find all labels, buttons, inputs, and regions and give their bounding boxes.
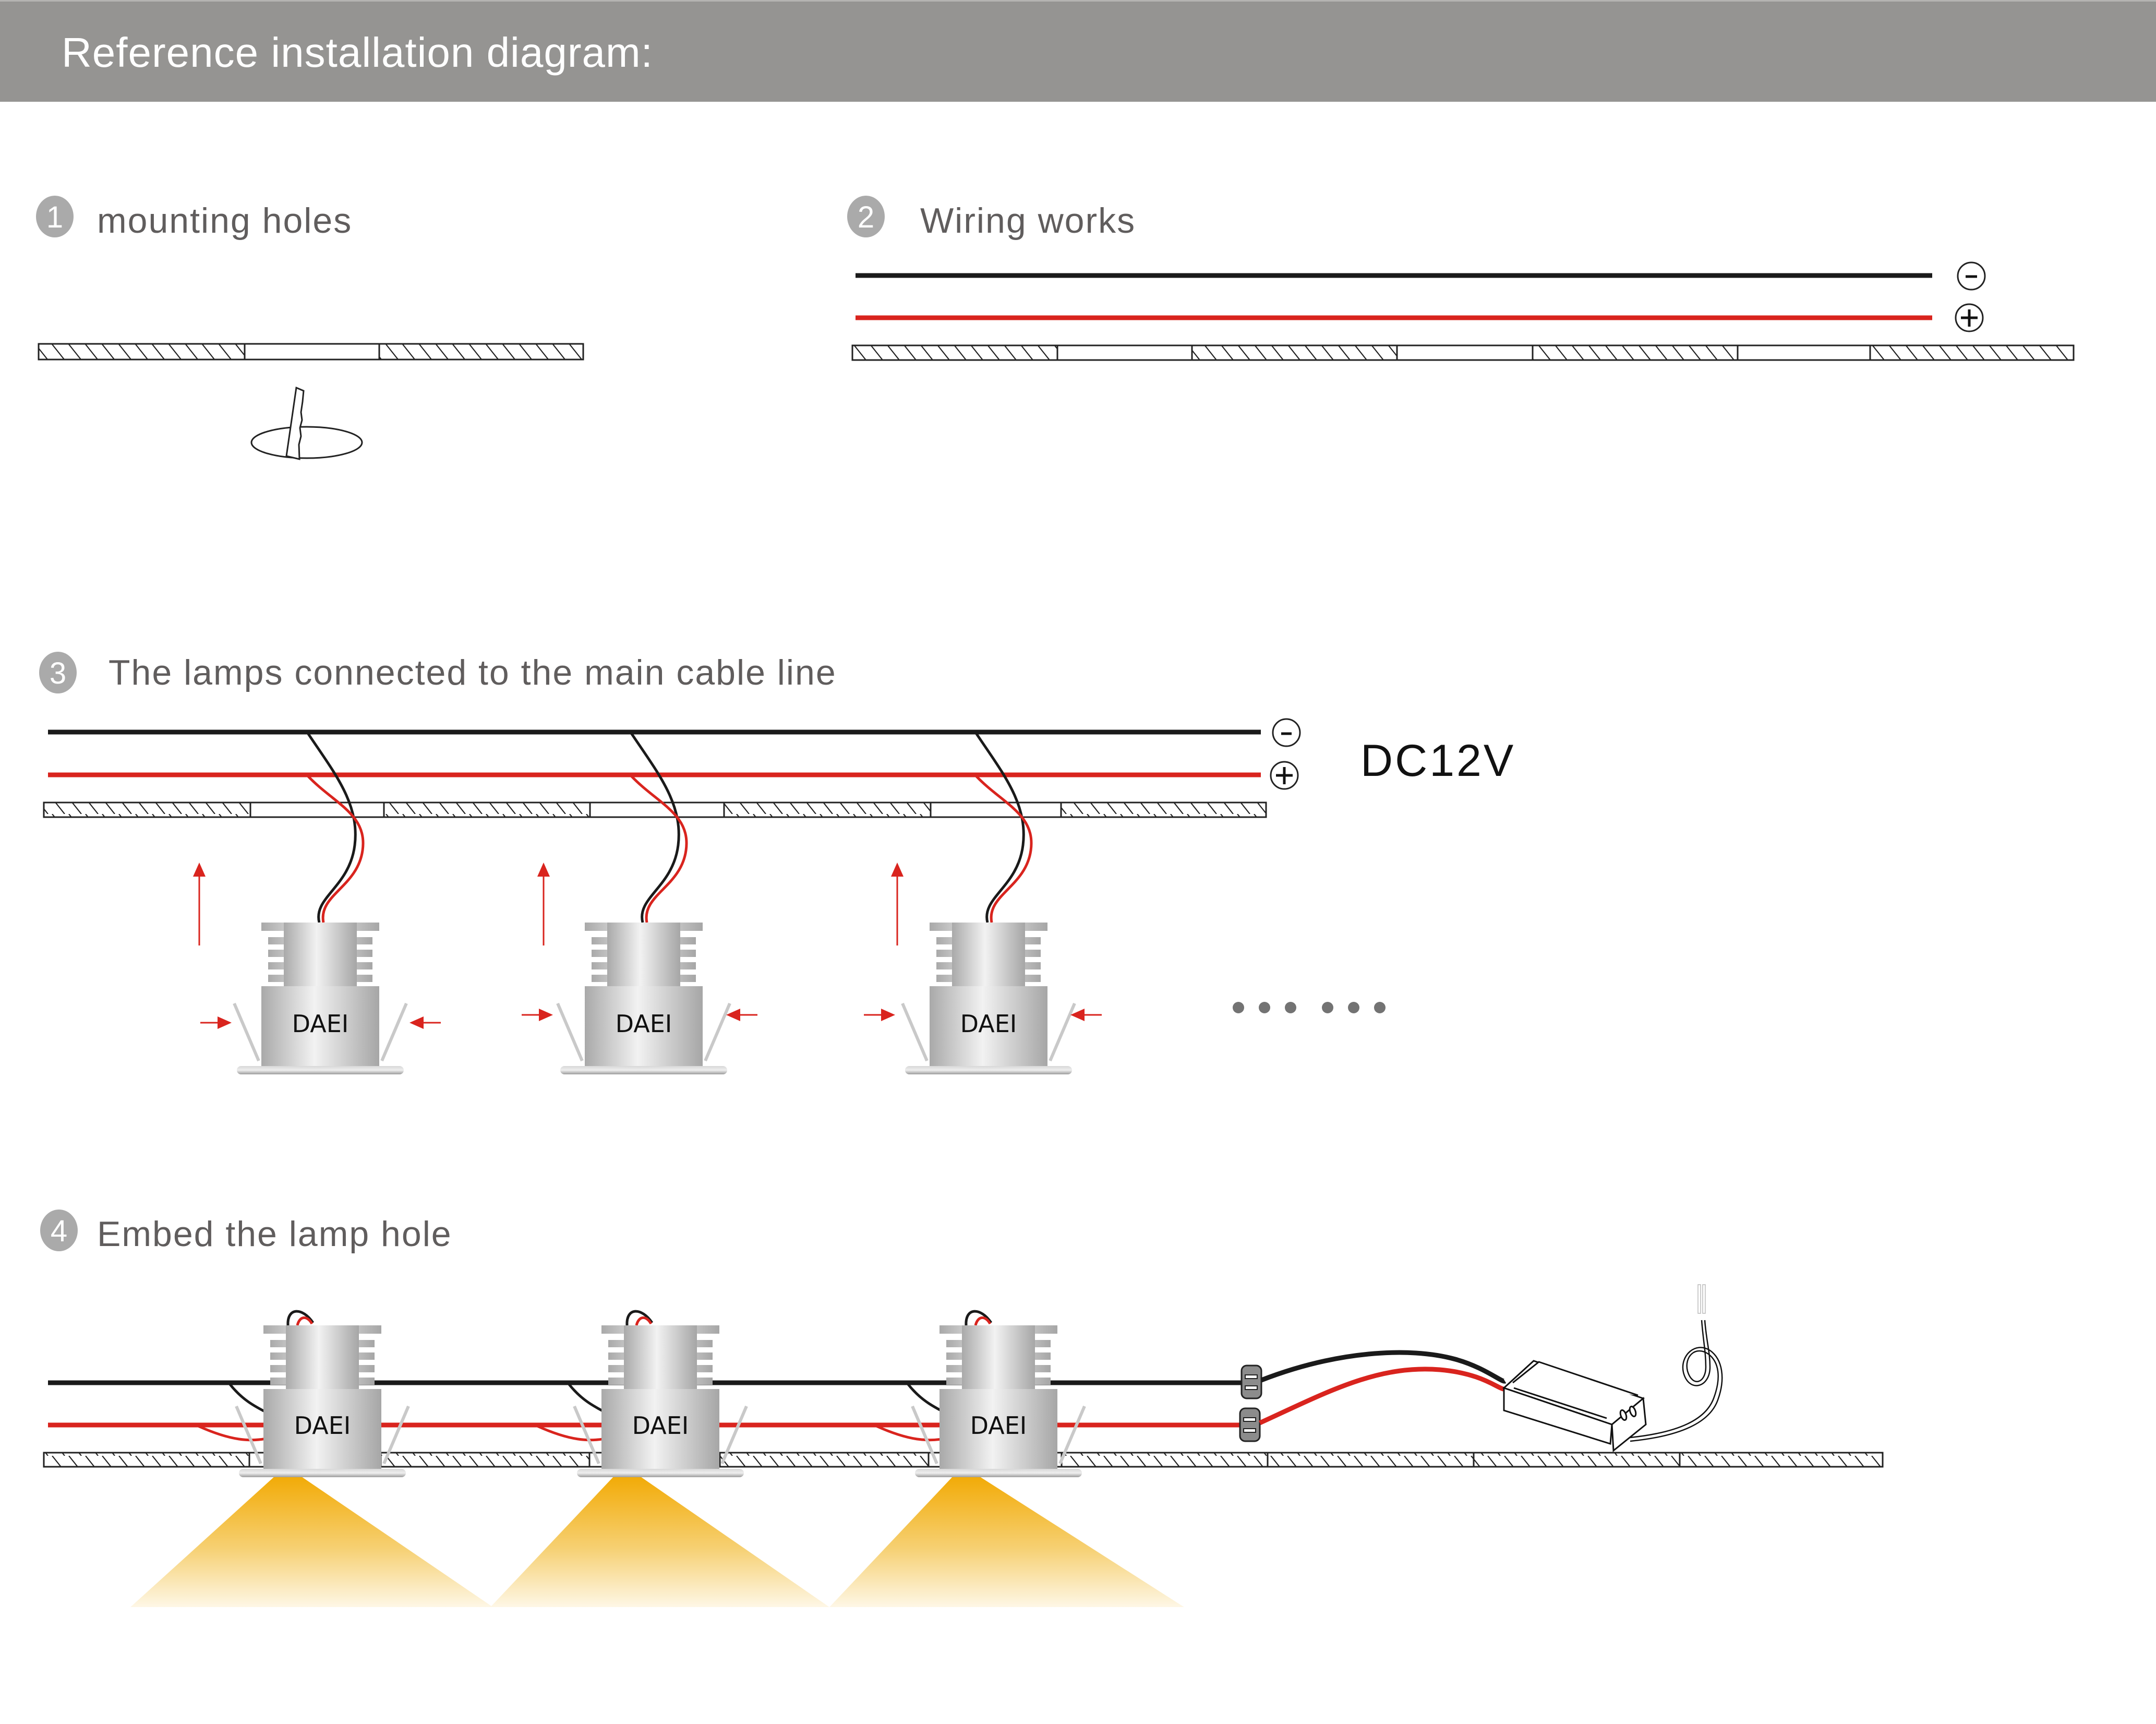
light-beam bbox=[829, 1476, 1184, 1607]
wire-connector bbox=[1239, 1407, 1261, 1442]
led-driver-icon bbox=[1502, 1360, 1647, 1452]
lamp-brand-label: DAEI bbox=[960, 1010, 1017, 1038]
lamp-unit: DAEI bbox=[875, 1310, 1085, 1477]
lamp-brand-label: DAEI bbox=[632, 1411, 689, 1440]
wire-connector bbox=[1240, 1364, 1262, 1399]
step-badge: 3 bbox=[39, 652, 77, 693]
step-2: 2 Wiring works bbox=[847, 196, 2075, 361]
step-1: 1 mounting holes bbox=[36, 196, 584, 460]
lamp-brand-label: DAEI bbox=[292, 1010, 349, 1038]
lamp-unit: DAEI bbox=[536, 1310, 746, 1477]
light-beam bbox=[130, 1476, 493, 1607]
step-label: mounting holes bbox=[97, 201, 352, 241]
step-number: 2 bbox=[858, 200, 874, 234]
step-3: 3 The lamps connected to the main cable … bbox=[39, 652, 1515, 1074]
positive-terminal-icon bbox=[1955, 303, 1984, 332]
ceiling-panel bbox=[851, 344, 2075, 361]
mains-cord bbox=[1630, 1284, 1723, 1442]
driver-positive-lead bbox=[1259, 1367, 1504, 1426]
step-number: 3 bbox=[50, 656, 66, 690]
light-beam bbox=[490, 1476, 829, 1607]
step-4: 4 Embed the lamp hole bbox=[40, 1210, 1884, 1607]
ceiling-panel bbox=[38, 343, 584, 361]
negative-terminal-icon bbox=[1272, 718, 1301, 747]
page-header: Reference installation diagram: bbox=[0, 0, 2156, 102]
positive-terminal-icon bbox=[1270, 761, 1299, 790]
lamp-brand-label: DAEI bbox=[616, 1010, 672, 1038]
lamp-unit: DAEI bbox=[193, 732, 441, 1074]
continuation-dots-icon bbox=[1233, 1002, 1386, 1013]
lamp-unit: DAEI bbox=[522, 732, 757, 1074]
voltage-label: DC12V bbox=[1360, 736, 1515, 786]
lamp-brand-label: DAEI bbox=[970, 1411, 1027, 1440]
step-badge: 1 bbox=[36, 196, 74, 237]
lamp-brand-label: DAEI bbox=[294, 1411, 351, 1440]
negative-terminal-icon bbox=[1957, 261, 1986, 291]
step-label: Wiring works bbox=[920, 201, 1136, 241]
driver-negative-lead bbox=[1260, 1350, 1507, 1384]
step-badge: 2 bbox=[847, 196, 885, 237]
lamp-unit: DAEI bbox=[864, 732, 1102, 1074]
step-badge: 4 bbox=[40, 1210, 78, 1251]
ceiling-panel bbox=[43, 801, 1267, 818]
lamp-unit: DAEI bbox=[197, 1310, 408, 1477]
step-number: 4 bbox=[51, 1214, 67, 1248]
light-beams bbox=[130, 1476, 1184, 1607]
saw-cutting-hole-icon bbox=[250, 386, 363, 460]
step-label: Embed the lamp hole bbox=[97, 1214, 452, 1254]
step-label: The lamps connected to the main cable li… bbox=[109, 653, 837, 692]
step-number: 1 bbox=[46, 200, 63, 234]
page-title: Reference installation diagram: bbox=[62, 29, 653, 76]
